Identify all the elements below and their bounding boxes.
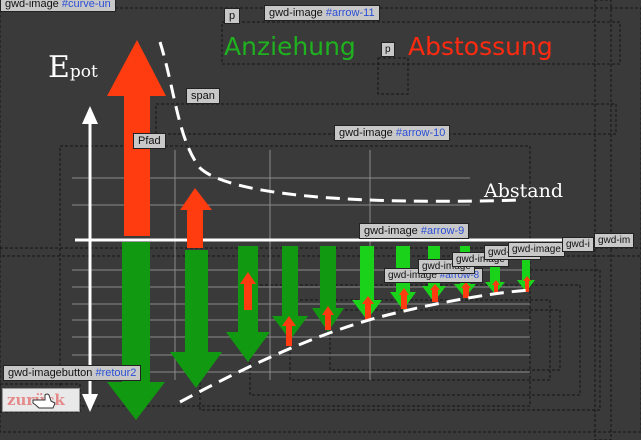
tag-prefix: gwd-image bbox=[388, 270, 437, 281]
repulsion-arrow-medium bbox=[180, 188, 212, 248]
tag-id: #arrow-8 bbox=[439, 270, 480, 281]
tag-stack-f: gwd-im bbox=[594, 233, 635, 248]
tag-prefix: gwd-image bbox=[364, 225, 418, 237]
repulsion-heading: Abstossung bbox=[408, 32, 553, 61]
hand-pointer-icon bbox=[31, 391, 57, 414]
tag-prefix: gwd-image bbox=[512, 244, 561, 255]
attraction-curve bbox=[179, 288, 531, 404]
tag-id: #curve-un bbox=[61, 0, 111, 10]
tag-label: p bbox=[229, 10, 236, 22]
tag-arrow-10: gwd-image #arrow-10 bbox=[334, 125, 451, 141]
x-axis-label: Abstand bbox=[484, 180, 563, 202]
tag-id: #retour2 bbox=[95, 367, 137, 379]
tag-stack-d: gwd-image bbox=[508, 242, 565, 257]
tag-p-2: p bbox=[381, 42, 395, 57]
tag-prefix: gwd-image bbox=[5, 0, 59, 10]
tag-id: #arrow-9 bbox=[420, 225, 465, 237]
tag-arrow-11: gwd-image #arrow-11 bbox=[264, 5, 380, 21]
tag-id: #arrow-11 bbox=[325, 7, 375, 19]
tag-id: #arrow-10 bbox=[395, 127, 446, 139]
tag-prefix: gwd-image bbox=[456, 254, 505, 265]
y-axis-label: Epot bbox=[48, 50, 98, 85]
tag-prefix: gwd-imagebutton bbox=[8, 367, 93, 379]
tag-prefix: gwd-i bbox=[566, 239, 590, 250]
tag-retour2: gwd-imagebutton #retour2 bbox=[3, 365, 142, 381]
repulsion-curve bbox=[158, 41, 521, 203]
tag-label: span bbox=[191, 90, 215, 102]
tag-pfad: Pfad bbox=[133, 133, 166, 149]
tag-prefix: gwd-im bbox=[598, 235, 631, 246]
repulsion-arrows-small bbox=[240, 272, 531, 346]
tag-span: span bbox=[186, 88, 220, 104]
y-axis-label-sub: pot bbox=[69, 62, 98, 82]
y-axis bbox=[82, 106, 98, 412]
y-axis-label-main: E bbox=[48, 50, 70, 85]
return-button[interactable]: zurück bbox=[2, 388, 80, 412]
tag-arrow-9: gwd-image #arrow-9 bbox=[359, 223, 470, 239]
tag-prefix: gwd-image bbox=[339, 127, 393, 139]
attraction-heading: Anziehung bbox=[224, 32, 356, 61]
tag-stack-e: gwd-i bbox=[562, 237, 594, 252]
tag-p-1: p bbox=[224, 8, 241, 24]
tag-label: p bbox=[385, 44, 391, 55]
tag-prefix: gwd-image bbox=[269, 7, 323, 19]
tag-prefix: gwd-image bbox=[422, 261, 471, 272]
tag-curve-un: gwd-image #curve-un bbox=[0, 0, 116, 12]
tag-label: Pfad bbox=[138, 135, 161, 147]
